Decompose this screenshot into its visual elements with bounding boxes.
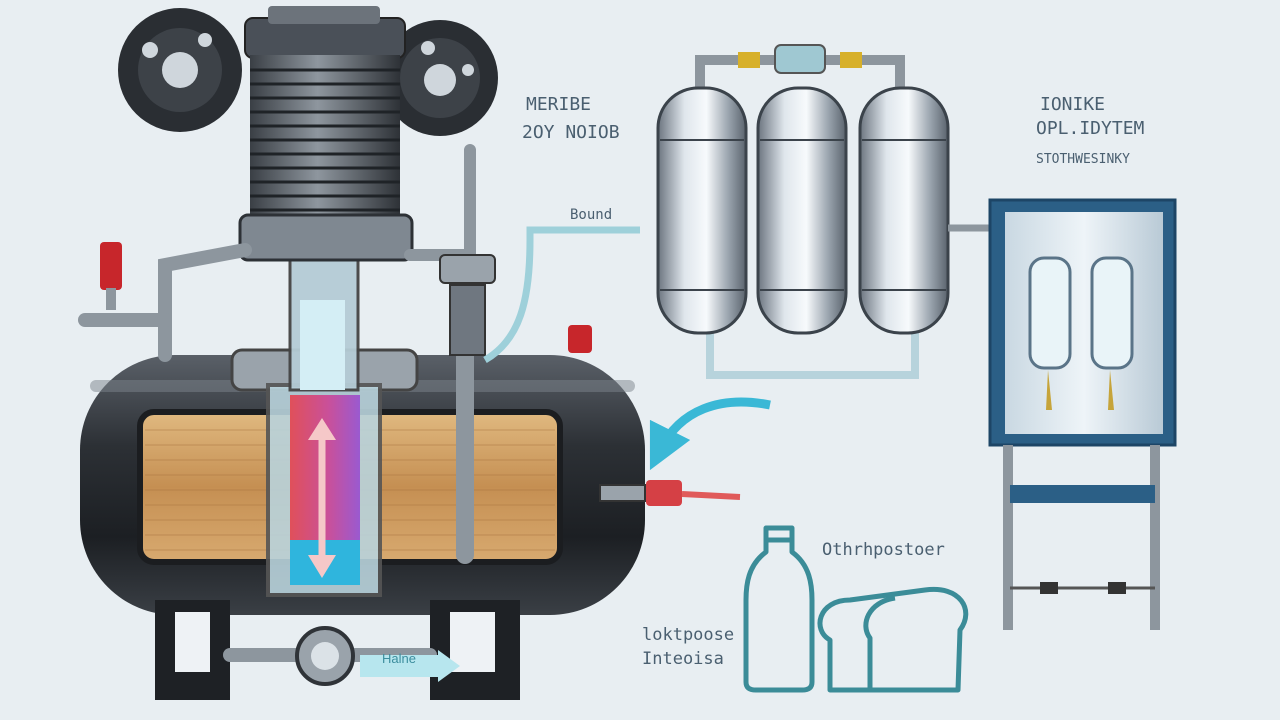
dispenser-tube-right xyxy=(1090,256,1134,370)
bottle-icon xyxy=(743,525,815,693)
dispenser-cabinet xyxy=(988,198,1177,630)
filter-bank xyxy=(656,44,1114,379)
bottle-label: Othrhpostoer xyxy=(822,540,945,560)
return-arrow xyxy=(649,397,771,471)
filters-note-label: STOTHWESINKY xyxy=(1036,152,1130,167)
compressor-subtitle-label: 2OY NOIOB xyxy=(522,122,620,143)
outlet-connector[interactable] xyxy=(646,480,682,506)
arrow-up-icon xyxy=(308,418,336,440)
outlet-hose xyxy=(681,491,741,500)
separator-column xyxy=(230,258,419,597)
filter-vessel-1 xyxy=(656,86,748,335)
food-label-line2: Inteoisa xyxy=(642,649,724,669)
filters-title-label: IONIKE xyxy=(1040,94,1105,115)
food-label-line1: loktpoose xyxy=(642,625,734,645)
compressor-head xyxy=(118,6,498,262)
feed-line-label: Bound xyxy=(570,207,612,223)
valve-fitting xyxy=(439,254,496,284)
outlet-flow xyxy=(360,655,440,677)
bread-icon xyxy=(817,586,969,693)
tap-right[interactable] xyxy=(1108,370,1114,410)
filter-vessel-3 xyxy=(858,86,950,335)
safety-valve-left[interactable] xyxy=(100,242,122,290)
compressor-title-label: MERIBE xyxy=(526,94,591,115)
dispenser-tube-left xyxy=(1028,256,1072,370)
safety-valve-right[interactable] xyxy=(568,325,592,353)
outlet-label: Halne xyxy=(382,651,416,666)
filter-vessel-2 xyxy=(756,86,848,335)
tap-left[interactable] xyxy=(1046,370,1052,410)
arrow-down-icon xyxy=(308,555,336,578)
feed-line xyxy=(483,226,640,364)
filters-subtitle-label: OPL.IDYTEM xyxy=(1036,118,1145,139)
